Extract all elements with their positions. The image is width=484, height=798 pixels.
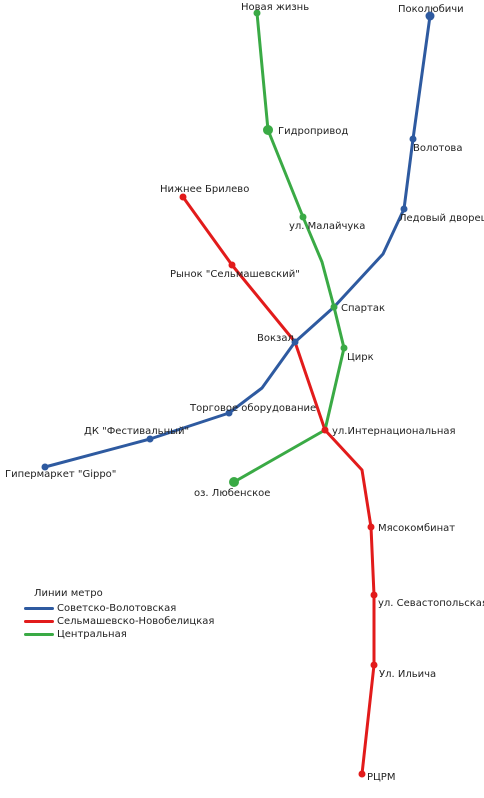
station-label-torg[interactable]: Торговое оборудование	[189, 403, 316, 414]
map-legend: Линии метро Советско-Волотовская Сельмаш…	[24, 588, 214, 641]
station-label-myaso[interactable]: Мясокомбинат	[378, 523, 455, 534]
station-label-sportak[interactable]: Спартак	[341, 303, 385, 314]
station-dot-gipper[interactable]	[41, 463, 49, 471]
station-label-gidro[interactable]: Гидропривод	[278, 126, 348, 137]
station-label-vokzal[interactable]: Вокзал	[257, 333, 294, 344]
station-dot-ledovy[interactable]	[400, 205, 408, 213]
legend-swatch-blue	[24, 607, 54, 610]
legend-label-red: Сельмашевско-Новобелицкая	[57, 616, 215, 627]
legend-label-green: Центральная	[57, 629, 127, 640]
station-dot-novaya[interactable]	[253, 9, 261, 17]
station-dot-tsirk[interactable]	[340, 344, 348, 352]
station-dot-poklub[interactable]	[425, 11, 435, 21]
station-dot-nizhnee[interactable]	[179, 193, 187, 201]
station-dot-vokzal[interactable]	[291, 338, 299, 346]
station-label-tsirk[interactable]: Цирк	[347, 352, 374, 363]
metro-line-green	[232, 11, 346, 484]
station-label-malay[interactable]: ул. Малайчука	[289, 221, 365, 232]
legend-swatch-red	[24, 620, 54, 623]
metro-line-red	[181, 195, 376, 776]
station-label-ledovy[interactable]: Ледовый дворец	[399, 213, 484, 224]
station-dot-luben[interactable]	[229, 477, 239, 487]
station-label-intern[interactable]: ул.Интернациональная	[332, 426, 456, 437]
station-dot-ilicha[interactable]	[370, 661, 378, 669]
station-label-poklub[interactable]: Поколюбичи	[398, 4, 464, 15]
station-dot-myaso[interactable]	[367, 523, 375, 531]
station-label-ilicha[interactable]: Ул. Ильича	[379, 669, 436, 680]
legend-label-blue: Советско-Волотовская	[57, 603, 177, 614]
legend-swatch-green	[24, 633, 54, 636]
station-label-nizhnee[interactable]: Нижнее Брилево	[160, 184, 249, 195]
station-dot-intern[interactable]	[321, 426, 329, 434]
station-dot-torg[interactable]	[225, 409, 233, 417]
station-dot-rtsrm[interactable]	[358, 770, 366, 778]
station-label-sevast[interactable]: ул. Севастопольская	[378, 598, 484, 609]
station-label-rynok[interactable]: Рынок "Сельмашевский"	[170, 269, 300, 280]
metro-line-blue	[43, 14, 432, 469]
station-dot-sevast[interactable]	[370, 591, 378, 599]
station-label-gipper[interactable]: Гипермаркет "Gippo"	[5, 469, 116, 480]
station-label-volotova[interactable]: Волотова	[413, 143, 462, 154]
legend-title: Линии метро	[34, 588, 103, 599]
station-dot-volotova[interactable]	[409, 135, 417, 143]
station-dot-gidro[interactable]	[263, 125, 273, 135]
legend-item-green: Центральная	[24, 628, 214, 641]
station-label-rtsrm[interactable]: РЦРМ	[367, 772, 395, 783]
legend-item-blue: Советско-Волотовская	[24, 602, 214, 615]
station-label-dk[interactable]: ДК "Фестивальный"	[84, 426, 189, 437]
station-dot-rynok[interactable]	[228, 261, 236, 269]
station-label-luben[interactable]: оз. Любенское	[194, 488, 270, 499]
station-dot-sportak[interactable]	[330, 303, 338, 311]
station-dot-dk[interactable]	[146, 435, 154, 443]
station-dot-malay[interactable]	[299, 213, 307, 221]
station-label-novaya[interactable]: Новая жизнь	[241, 2, 309, 13]
legend-item-red: Сельмашевско-Новобелицкая	[24, 615, 214, 628]
